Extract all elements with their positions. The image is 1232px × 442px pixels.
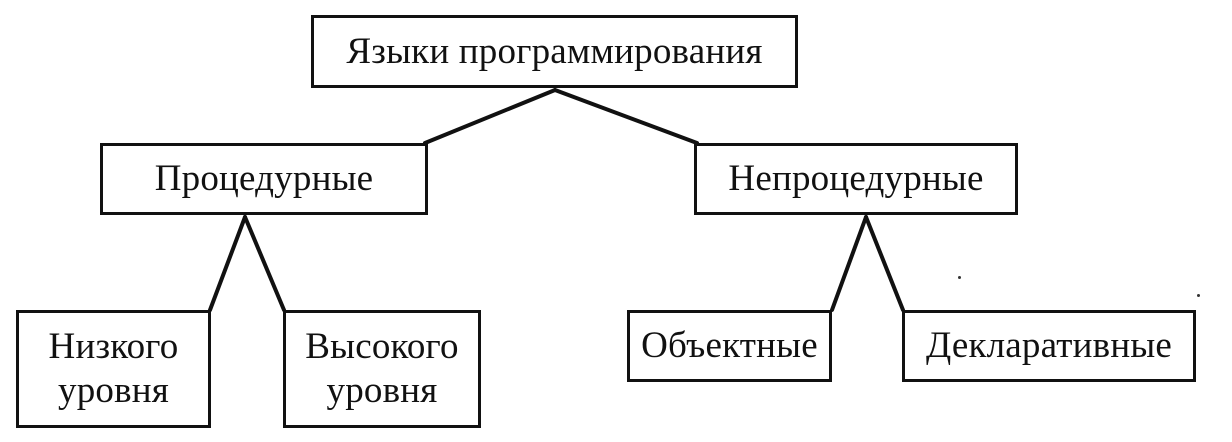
node-label-line2: уровня: [58, 370, 169, 411]
node-nonprocedural: Непроцедурные: [694, 143, 1018, 215]
node-label: Процедурные: [154, 158, 374, 199]
node-label: Непроцедурные: [728, 158, 984, 199]
scan-speck: [1197, 294, 1200, 297]
node-declarative: Декларативные: [902, 310, 1196, 382]
scan-speck: [958, 276, 961, 279]
node-label: Объектные: [641, 325, 818, 366]
node-object-oriented: Объектные: [627, 310, 832, 382]
node-low-level: Низкого уровня: [16, 310, 211, 428]
node-programming-languages: Языки программирования: [311, 15, 798, 88]
edge-nonprocedural-object: [830, 215, 868, 312]
node-label: Языки программирования: [346, 30, 763, 72]
node-label-line1: Низкого: [48, 326, 179, 367]
edge-nonprocedural-declarative: [864, 215, 905, 312]
node-label: Декларативные: [925, 325, 1173, 366]
node-procedural: Процедурные: [100, 143, 428, 215]
node-label-line2: уровня: [326, 370, 438, 411]
edge-procedural-low-level: [208, 215, 247, 312]
edge-root-nonprocedural: [553, 88, 699, 145]
edge-root-procedural: [423, 88, 557, 145]
edge-procedural-high-level: [243, 215, 286, 312]
node-high-level: Высокого уровня: [283, 310, 481, 428]
node-label-line1: Высокого: [305, 326, 459, 367]
